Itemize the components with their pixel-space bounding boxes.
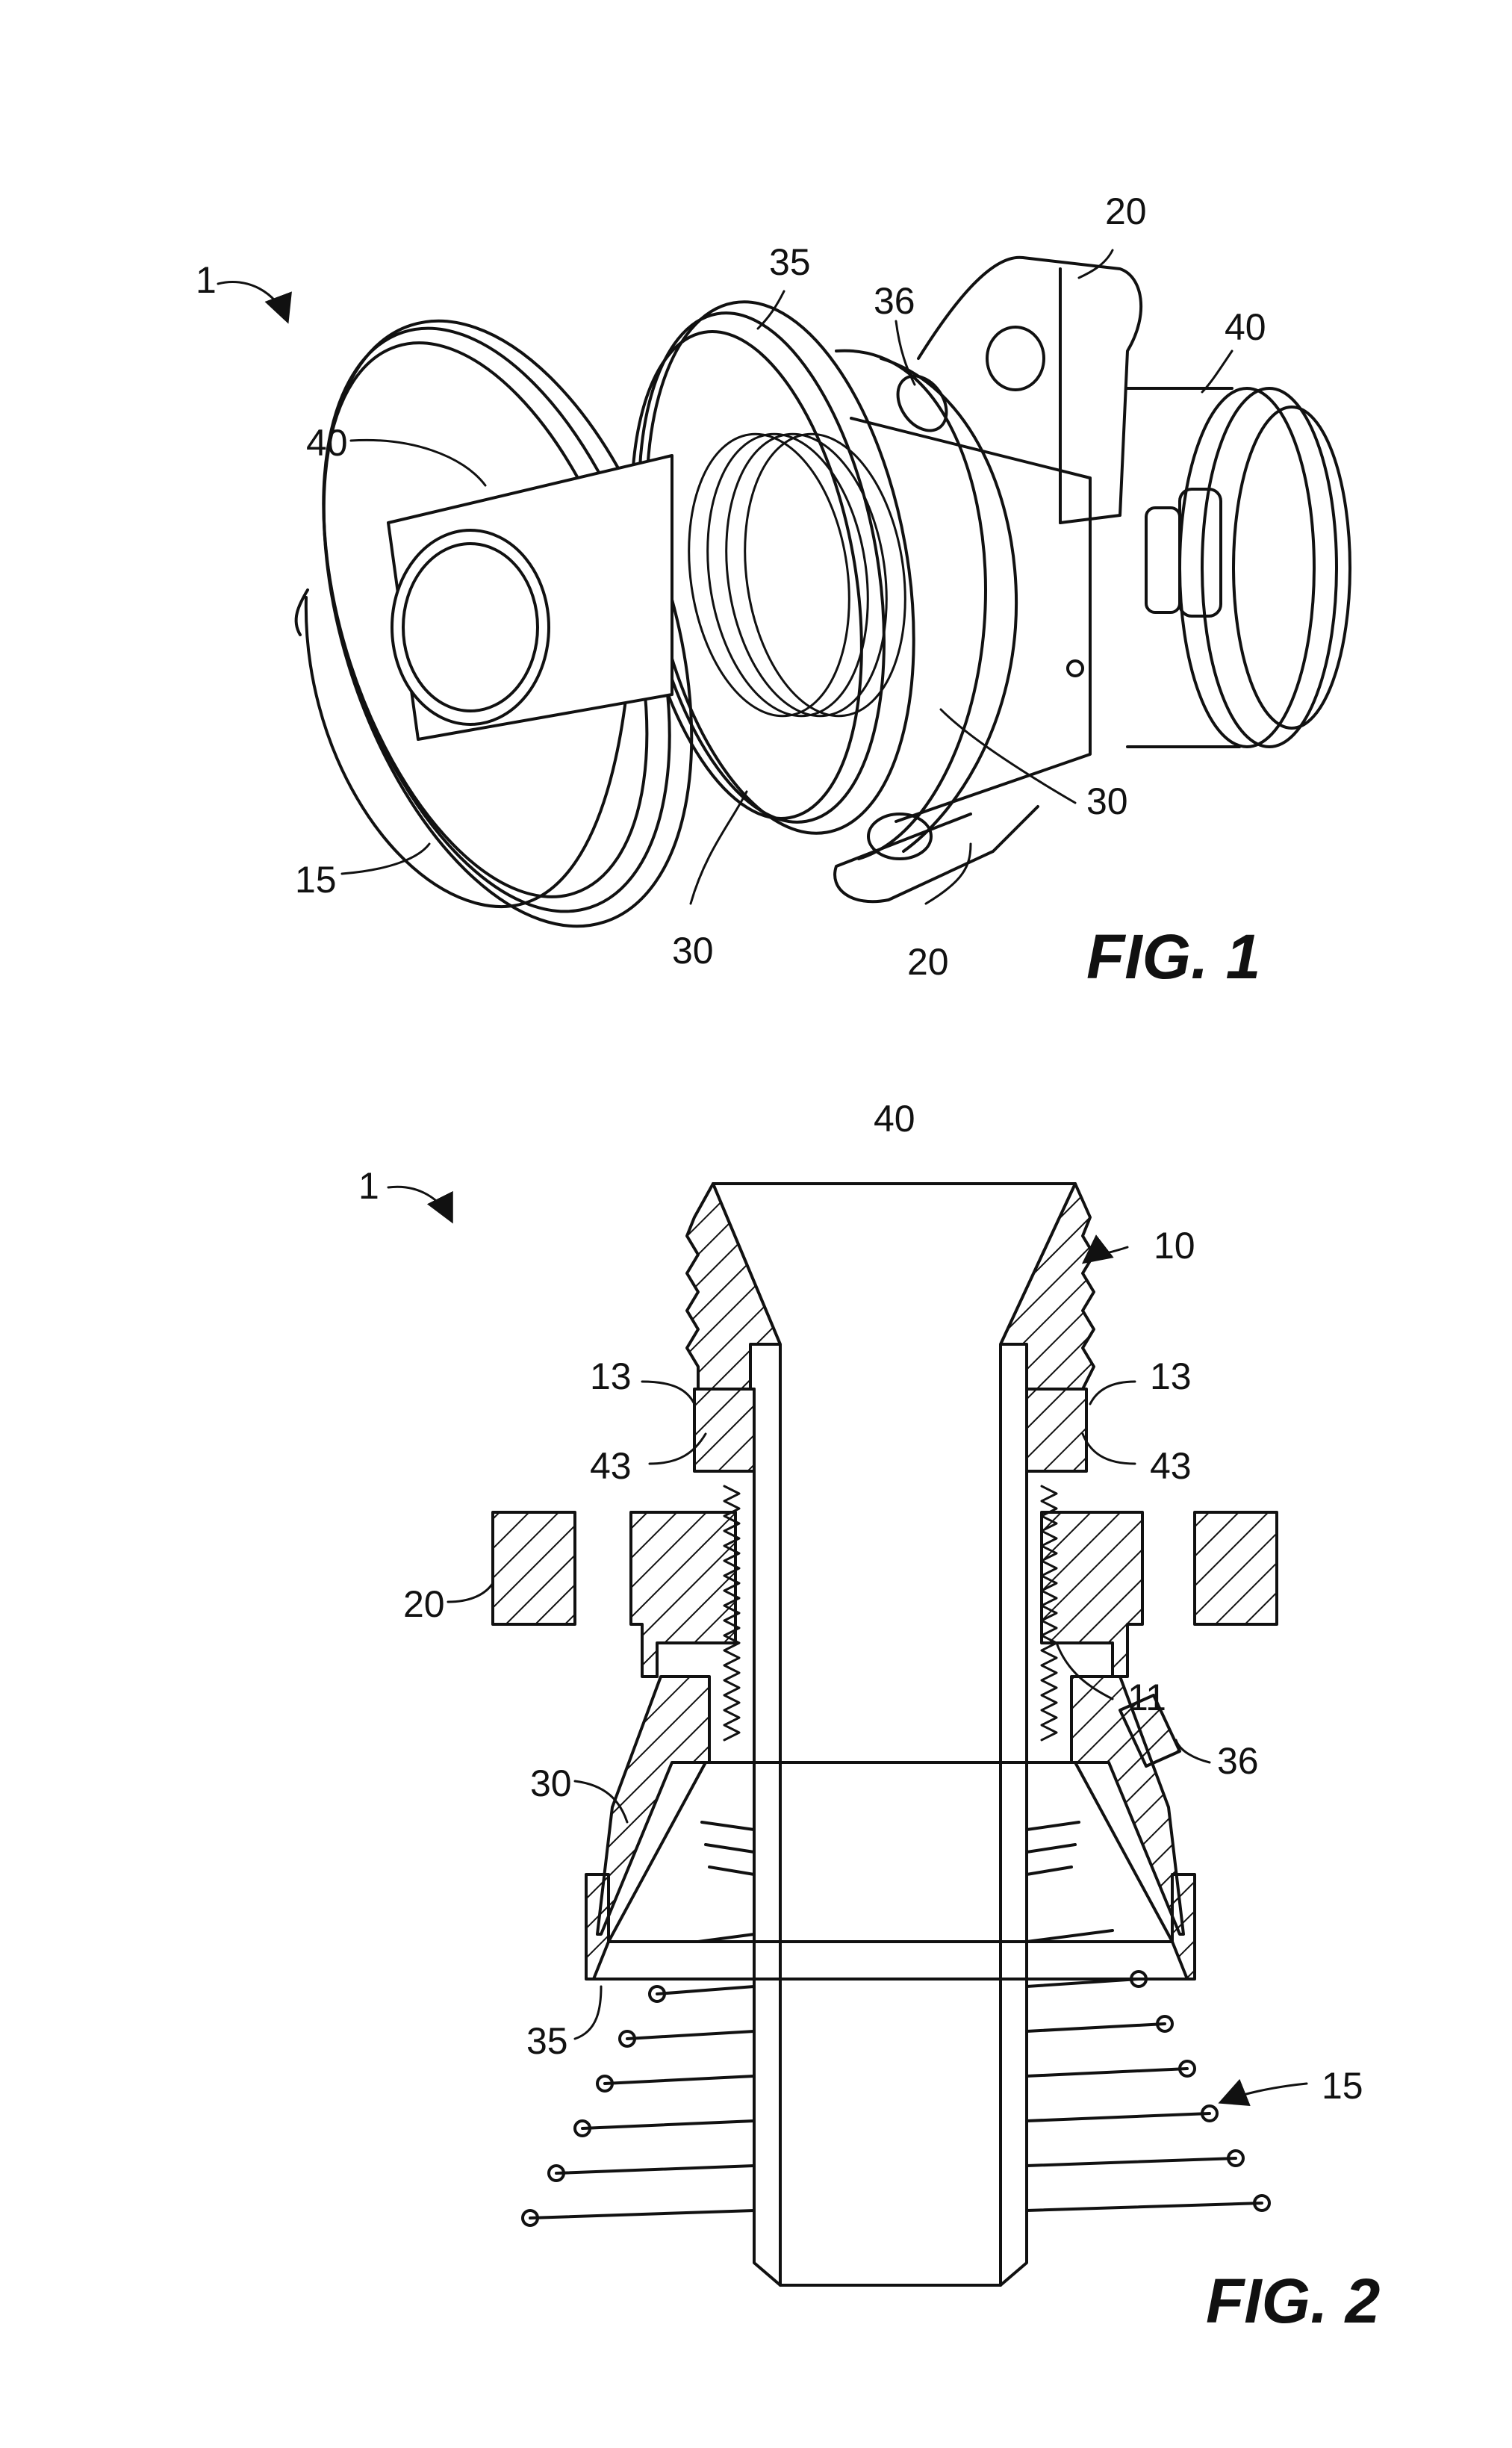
ref-20-top: 20: [1105, 190, 1147, 232]
flange-20-right: [1195, 1512, 1277, 1624]
tube-40: [713, 1184, 1075, 2285]
ref-15: 15: [295, 859, 337, 901]
housing-30-left: [597, 1677, 709, 1934]
ref-30-bottom: 30: [672, 930, 714, 972]
ref-30: 30: [530, 1762, 572, 1804]
flange-20-left-inner: [631, 1512, 735, 1677]
ref-35: 35: [526, 2020, 568, 2062]
ref-11: 11: [1127, 1677, 1166, 1718]
figure-2-section-view: [388, 1184, 1307, 2285]
fig-1-caption: FIG. 1: [1086, 922, 1260, 992]
ref-40: 40: [874, 1098, 915, 1140]
ref-36: 36: [874, 280, 915, 322]
ref-36: 36: [1217, 1740, 1259, 1782]
washer-35-right: [1172, 1874, 1195, 1979]
tube-40-front: [388, 456, 672, 739]
ref-10: 10: [1154, 1225, 1195, 1267]
ref-30-right: 30: [1086, 780, 1128, 822]
collar-13-right: [1027, 1389, 1086, 1471]
figure-1-perspective-view: [218, 250, 1350, 972]
ref-40-left: 40: [306, 422, 348, 464]
ref-1: 1: [196, 259, 217, 301]
collar-13-left: [694, 1389, 754, 1471]
fig1-leader-lines: [218, 250, 1232, 904]
flange-20-right-inner: [1042, 1512, 1142, 1677]
flange-20-left: [493, 1512, 575, 1624]
washer-35-left: [586, 1874, 609, 1979]
ref-35: 35: [769, 241, 811, 283]
ref-40-right: 40: [1225, 306, 1266, 348]
ref-20-bottom: 20: [907, 941, 949, 983]
connector-40-rear: [1127, 388, 1350, 747]
ref-13-left: 13: [590, 1355, 632, 1397]
fig-2-caption: FIG. 2: [1206, 2266, 1380, 2336]
ref-43-left: 43: [590, 1445, 632, 1487]
ref-15: 15: [1322, 2065, 1363, 2107]
ref-43-right: 43: [1150, 1445, 1192, 1487]
ref-13-right: 13: [1150, 1355, 1192, 1397]
housing-30: [836, 351, 1090, 859]
ref-1: 1: [358, 1165, 379, 1207]
ref-20: 20: [403, 1583, 445, 1625]
